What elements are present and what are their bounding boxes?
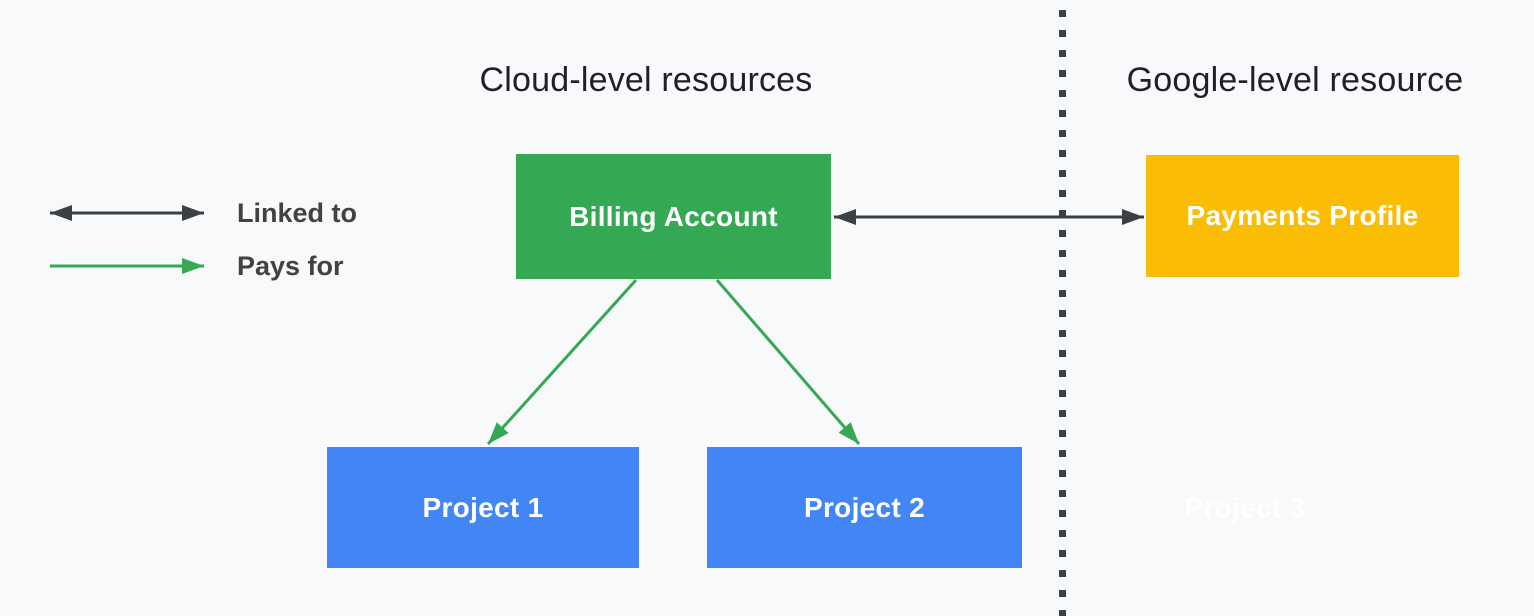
arrow-right-icon bbox=[50, 258, 204, 274]
pays-for-arrow-project-1 bbox=[486, 278, 638, 446]
cloud-level-heading: Cloud-level resources bbox=[479, 61, 813, 99]
legend-label: Pays for bbox=[237, 250, 344, 281]
project-3-label: Project 3 bbox=[1184, 491, 1306, 523]
project-2-label: Project 2 bbox=[804, 491, 925, 523]
billing-account-label: Billing Account bbox=[569, 200, 778, 232]
project-2-node: Project 2 bbox=[707, 447, 1022, 568]
legend-item-pays-for: Pays for bbox=[48, 251, 357, 281]
legend-item-linked-to: Linked to bbox=[48, 198, 357, 228]
payments-profile-node: Payments Profile bbox=[1146, 155, 1459, 277]
google-level-heading: Google-level resource bbox=[1126, 61, 1464, 99]
project-1-node: Project 1 bbox=[327, 447, 639, 568]
dotted-divider bbox=[1059, 10, 1066, 616]
pays-for-arrow-project-2 bbox=[715, 279, 861, 445]
legend-label: Linked to bbox=[237, 197, 357, 228]
double-arrow-icon bbox=[50, 205, 204, 221]
billing-account-node: Billing Account bbox=[516, 154, 831, 279]
project-1-label: Project 1 bbox=[422, 491, 544, 523]
payments-profile-label: Payments Profile bbox=[1186, 200, 1419, 231]
legend: Linked to Pays for bbox=[48, 198, 357, 310]
project-3-node: Project 3 bbox=[1089, 447, 1401, 568]
